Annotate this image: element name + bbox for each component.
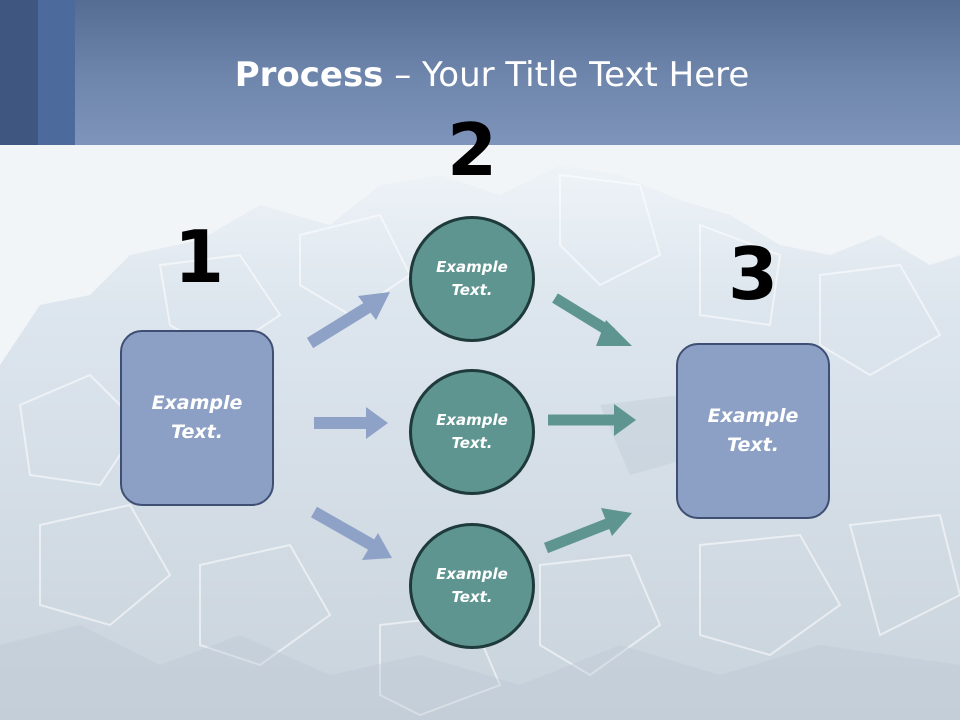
step-1-text: Example Text. bbox=[151, 392, 243, 443]
step-number-3: 3 bbox=[727, 232, 779, 316]
circle-text: Example Text. bbox=[436, 565, 508, 606]
arrow-2-to-3-middle[interactable] bbox=[548, 404, 636, 436]
slide-title[interactable]: Process – Your Title Text Here bbox=[0, 54, 960, 96]
title-bold-text: Process bbox=[234, 55, 384, 95]
step-2-circle-top[interactable]: Example Text. bbox=[409, 216, 535, 342]
header-accent-stripe bbox=[38, 0, 75, 145]
step-3-box[interactable]: Example Text. bbox=[676, 343, 830, 519]
title-bar: Process – Your Title Text Here bbox=[0, 0, 960, 145]
circle-text: Example Text. bbox=[436, 258, 508, 299]
step-2-circle-bottom[interactable]: Example Text. bbox=[409, 523, 535, 649]
arrow-1-to-2-bottom[interactable] bbox=[311, 506, 392, 560]
arrow-2-to-3-top[interactable] bbox=[552, 293, 632, 346]
step-number-2: 2 bbox=[446, 108, 498, 192]
step-3-text: Example Text. bbox=[707, 405, 799, 456]
arrow-1-to-2-top[interactable] bbox=[306, 292, 390, 349]
title-rest-text: – Your Title Text Here bbox=[383, 55, 750, 95]
arrow-1-to-2-middle[interactable] bbox=[314, 407, 388, 439]
step-2-circle-middle[interactable]: Example Text. bbox=[409, 369, 535, 495]
arrow-2-to-3-bottom[interactable] bbox=[543, 508, 632, 554]
step-number-1: 1 bbox=[173, 215, 225, 299]
header-accent-stripe bbox=[0, 0, 38, 145]
circle-text: Example Text. bbox=[436, 411, 508, 452]
step-1-box[interactable]: Example Text. bbox=[120, 330, 274, 506]
